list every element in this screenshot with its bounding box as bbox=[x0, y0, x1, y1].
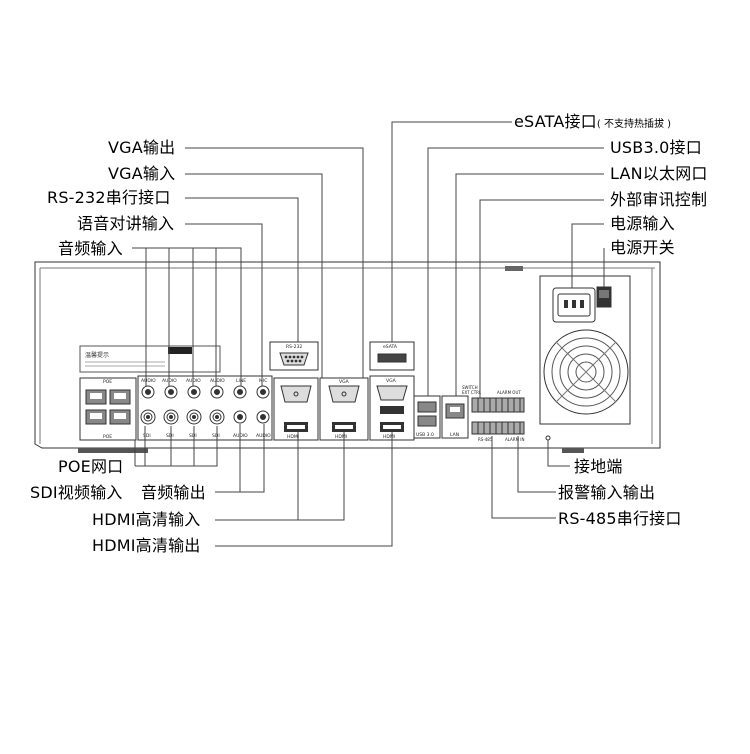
rs232-small-label: RS-232 bbox=[286, 344, 302, 350]
sdi-label-1: SDI bbox=[143, 433, 151, 439]
label-talkback-in: 语音对讲输入 bbox=[77, 214, 175, 233]
alarm-out-label: ALARM OUT bbox=[497, 390, 521, 395]
warning-sticker: 温馨提示 bbox=[79, 345, 221, 373]
hdmi-label-1: HDMI bbox=[287, 434, 299, 440]
leader-lines bbox=[132, 121, 605, 547]
label-rs232: RS-232串行接口 bbox=[47, 188, 171, 207]
bnc-audio-block: AUDIO AUDIO AUDIO AUDIO LINE MIC SDI SDI… bbox=[137, 375, 273, 441]
vga-hdmi-block-2: VGA HDMI bbox=[319, 377, 369, 441]
label-rs485: RS-485串行接口 bbox=[558, 509, 682, 528]
vga-hdmi-block-3: VGA HDMI bbox=[369, 375, 415, 441]
mic-label: MIC bbox=[259, 378, 267, 384]
audio-top-3: AUDIO bbox=[186, 378, 201, 384]
audio-top-1: AUDIO bbox=[141, 378, 156, 384]
audio-top-4: AUDIO bbox=[210, 378, 225, 384]
sdi-label-4: SDI bbox=[212, 433, 220, 439]
label-power-in: 电源输入 bbox=[610, 214, 675, 233]
label-power-switch: 电源开关 bbox=[610, 238, 675, 257]
sdi-label-3: SDI bbox=[189, 433, 197, 439]
label-poe: POE网口 bbox=[58, 457, 124, 476]
label-audio-out: 音频输出 bbox=[141, 483, 206, 502]
vga-label-1: VGA bbox=[339, 379, 350, 385]
power-module bbox=[539, 275, 631, 441]
label-esata: eSATA接口( 不支持热插拔 ) bbox=[514, 112, 671, 135]
rs485-small-label: RS-485 bbox=[478, 437, 493, 442]
label-vga-in: VGA输入 bbox=[108, 164, 176, 183]
poe-top-label: POE bbox=[103, 379, 112, 385]
hdmi-label-2: HDMI bbox=[335, 434, 347, 440]
label-hdmi-out: HDMI高清输出 bbox=[92, 536, 201, 555]
ext-ctrl-label: EXT CTRL bbox=[462, 390, 482, 395]
label-ext-control: 外部审讯控制 bbox=[610, 190, 708, 209]
warning-title: 温馨提示 bbox=[85, 351, 109, 359]
label-esata-text: eSATA接口 bbox=[514, 112, 597, 131]
hdmi-label-3: HDMI bbox=[383, 434, 395, 440]
usb-ports: USB 3.0 bbox=[413, 395, 441, 439]
poe-block: POE POE bbox=[79, 377, 137, 441]
poe-bottom-label: POE bbox=[103, 434, 112, 440]
label-audio-in: 音频输入 bbox=[58, 239, 123, 258]
lan-port: LAN bbox=[441, 395, 469, 439]
alarm-in-label: ALARM IN bbox=[505, 437, 524, 442]
hdmi-logo bbox=[168, 347, 192, 354]
lan-small-label: LAN bbox=[450, 432, 459, 438]
label-sdi-in: SDI视频输入 bbox=[30, 483, 123, 502]
audio-top-2: AUDIO bbox=[162, 378, 177, 384]
esata-small-label: eSATA bbox=[383, 344, 398, 350]
label-ground: 接地端 bbox=[574, 457, 623, 476]
rs232-port: RS-232 bbox=[269, 341, 319, 371]
audio-bottom-1: AUDIO bbox=[233, 433, 248, 439]
label-vga-out: VGA输出 bbox=[108, 138, 176, 157]
label-usb3: USB3.0接口 bbox=[610, 138, 702, 157]
sdi-label-2: SDI bbox=[166, 433, 174, 439]
vga-label-2: VGA bbox=[386, 378, 397, 384]
label-hdmi-in: HDMI高清输入 bbox=[92, 510, 201, 529]
usb-small-label: USB 3.0 bbox=[416, 432, 434, 438]
label-esata-note: ( 不支持热插拔 ) bbox=[596, 119, 672, 130]
switch-label: SWITCH bbox=[462, 385, 478, 390]
terminal-blocks: SWITCH EXT CTRL ALARM OUT RS-485 ALARM I… bbox=[462, 385, 525, 442]
esata-port: eSATA bbox=[369, 341, 415, 371]
label-lan: LAN以太网口 bbox=[610, 164, 708, 183]
vga-hdmi-block-1: HDMI bbox=[273, 377, 319, 441]
label-alarm-io: 报警输入输出 bbox=[558, 483, 656, 502]
